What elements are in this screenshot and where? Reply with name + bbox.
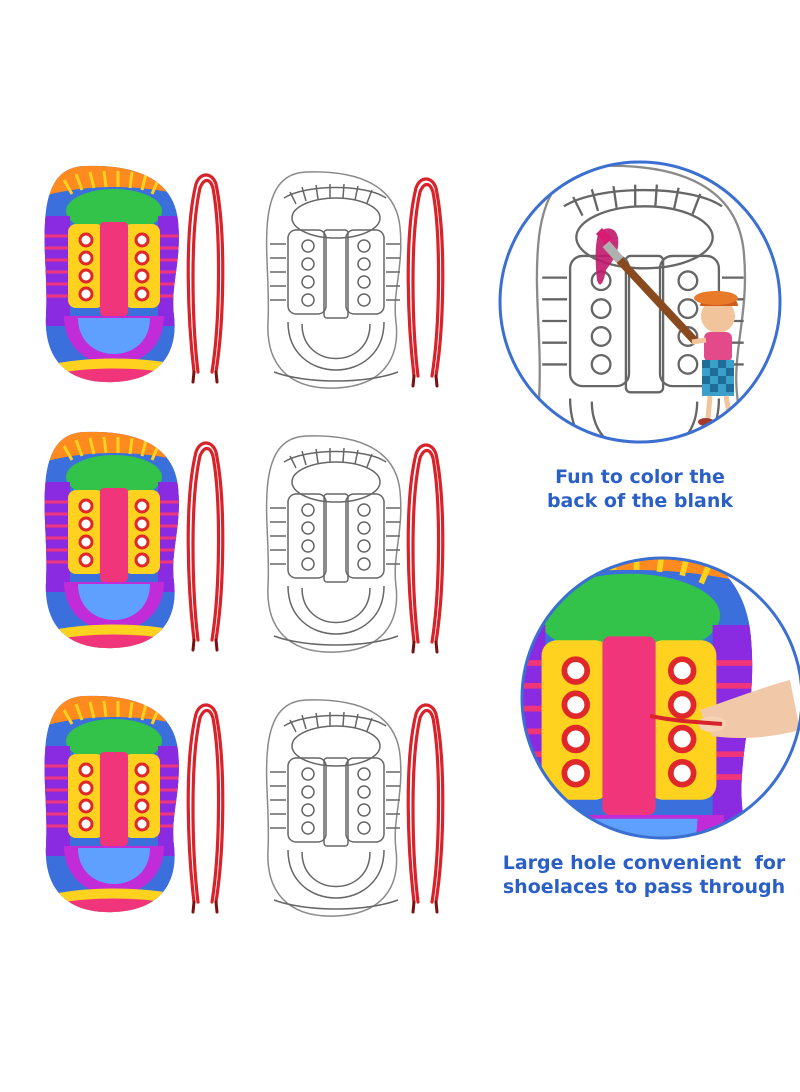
blank-shoe-card: [267, 700, 401, 916]
red-shoelace-icon: [406, 703, 445, 914]
coloring-detail-circle: [498, 160, 782, 444]
holes-caption-line1: Large hole convenient for: [502, 852, 786, 874]
hand-pulling-lace-icon: [649, 680, 800, 738]
holes-caption-line2: shoelaces to pass through: [502, 875, 786, 898]
coloring-caption-line2: back of the blank: [546, 489, 734, 512]
colored-shoe-card: [44, 166, 184, 386]
red-shoelace-icon: [186, 441, 225, 652]
holes-caption: Large hole convenient for shoelaces to p…: [488, 852, 800, 900]
lacing-detail-circle: [520, 556, 800, 840]
colored-shoe-card: [44, 696, 184, 916]
paintbrush-icon: [596, 228, 698, 344]
red-shoelace-icon: [186, 173, 225, 384]
coloring-caption-line1: Fun to color the: [555, 466, 725, 488]
child-painter-icon: [691, 291, 740, 426]
blank-shoe-card: [267, 172, 401, 388]
coloring-caption: Fun to color the back of the blank: [520, 466, 760, 514]
colored-shoe-card: [44, 432, 184, 652]
red-shoelace-icon: [406, 177, 445, 388]
red-shoelace-icon: [186, 703, 225, 914]
blank-shoe-card: [267, 436, 401, 652]
red-shoelace-icon: [406, 443, 445, 654]
